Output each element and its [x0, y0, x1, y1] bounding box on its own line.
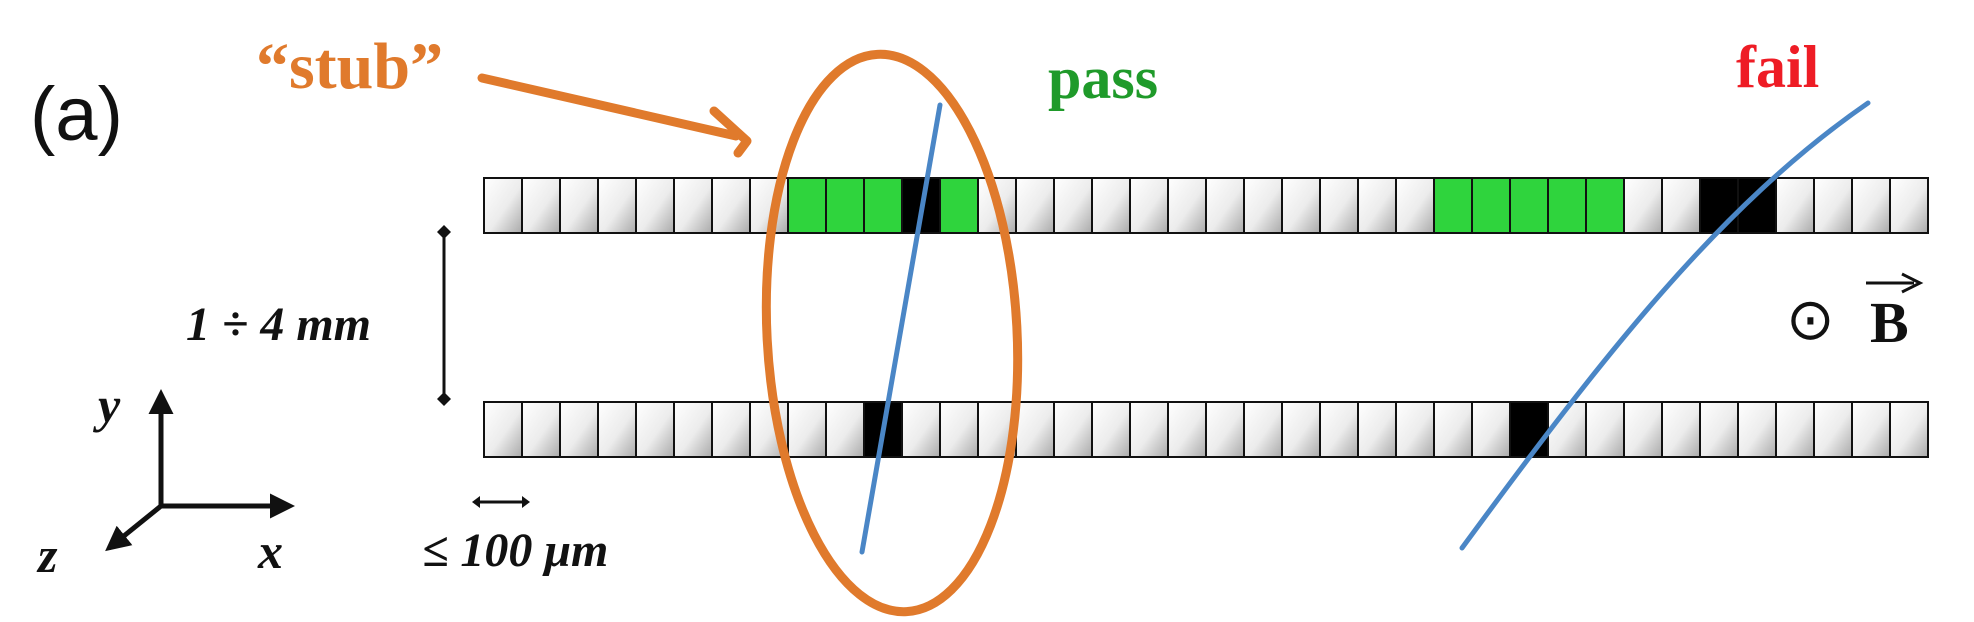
- field-vector-arrowhead: [1901, 272, 1924, 294]
- sensor-strip-idle: [635, 401, 675, 458]
- sensor-strip-idle: [1357, 401, 1397, 458]
- sensor-strip-idle: [597, 401, 637, 458]
- separation-dimension-top-tick: [437, 225, 451, 239]
- sensor-strip-pass: [1547, 177, 1587, 234]
- sensor-strip-idle: [1243, 177, 1283, 234]
- sensor-strip-pass: [825, 177, 865, 234]
- pitch-dimension-right-tick: [522, 496, 530, 508]
- sensor-strip-idle: [1243, 401, 1283, 458]
- stub-label: “stub”: [256, 30, 443, 103]
- sensor-strip-idle: [597, 177, 637, 234]
- sensor-strip-idle: [635, 177, 675, 234]
- sensor-strip-idle: [1699, 401, 1739, 458]
- sensor-strip-idle: [1319, 177, 1359, 234]
- stub-arrow-head: [709, 106, 752, 158]
- sensor-strip-idle: [1851, 401, 1891, 458]
- sensor-strip-hit: [1509, 401, 1549, 458]
- sensor-strip-idle: [1737, 401, 1777, 458]
- curved-track-line: [1459, 100, 1871, 551]
- sensor-strip-idle: [1129, 177, 1169, 234]
- separation-dimension-bottom-tick: [437, 392, 451, 406]
- sensor-strip-idle: [901, 401, 941, 458]
- sensor-strip-pass: [1509, 177, 1549, 234]
- sensor-strip-idle: [711, 401, 751, 458]
- y-axis-label: y: [93, 377, 121, 433]
- sensor-strip-pass: [787, 177, 827, 234]
- sensor-strip-idle: [1889, 177, 1929, 234]
- separation-label: 1 ÷ 4 mm: [186, 298, 371, 351]
- sensor-strip-idle: [1357, 177, 1397, 234]
- sensor-strip-pass: [1471, 177, 1511, 234]
- sensor-strip-idle: [1015, 401, 1055, 458]
- sensor-strip-idle: [787, 401, 827, 458]
- sensor-strip-idle: [1167, 401, 1207, 458]
- sensor-strip-idle: [673, 177, 713, 234]
- stub-ellipse: [761, 49, 1023, 617]
- sensor-strip-idle: [1015, 177, 1055, 234]
- straight-track-line: [859, 102, 943, 555]
- sensor-strip-idle: [483, 401, 523, 458]
- sensor-strip-pass: [1433, 177, 1473, 234]
- sensor-strip-idle: [1775, 177, 1815, 234]
- sensor-strip-idle: [521, 401, 561, 458]
- sensor-strip-idle: [1091, 401, 1131, 458]
- sensor-strip-idle: [1129, 401, 1169, 458]
- sensor-strip-pass: [1585, 177, 1625, 234]
- sensor-strip-idle: [825, 401, 865, 458]
- bottom-sensor-layer: [483, 401, 1929, 458]
- sensor-strip-idle: [939, 401, 979, 458]
- sensor-strip-idle: [1623, 401, 1663, 458]
- sensor-strip-idle: [673, 401, 713, 458]
- z-axis-label: z: [36, 527, 58, 583]
- sensor-strip-idle: [1851, 177, 1891, 234]
- sensor-strip-idle: [1053, 401, 1093, 458]
- sensor-strip-idle: [1395, 177, 1435, 234]
- sensor-strip-idle: [559, 177, 599, 234]
- sensor-strip-pass: [863, 177, 903, 234]
- sensor-strip-idle: [483, 177, 523, 234]
- stub-arrow-line: [477, 73, 741, 141]
- sensor-strip-idle: [1395, 401, 1435, 458]
- pass-label: pass: [1048, 45, 1158, 111]
- sensor-strip-idle: [1775, 401, 1815, 458]
- sensor-strip-idle: [1813, 401, 1853, 458]
- top-sensor-layer: [483, 177, 1929, 234]
- sensor-strip-idle: [1433, 401, 1473, 458]
- sensor-strip-idle: [1319, 401, 1359, 458]
- sensor-strip-idle: [1053, 177, 1093, 234]
- sensor-strip-idle: [1281, 177, 1321, 234]
- sensor-strip-hit: [1699, 177, 1739, 234]
- sensor-strip-idle: [1205, 401, 1245, 458]
- sensor-strip-idle: [1623, 177, 1663, 234]
- field-label: B: [1870, 290, 1909, 355]
- sensor-strip-idle: [1889, 401, 1929, 458]
- sensor-strip-idle: [1091, 177, 1131, 234]
- panel-label: (a): [30, 72, 123, 157]
- fail-label: fail: [1736, 34, 1819, 100]
- sensor-strip-idle: [1471, 401, 1511, 458]
- pitch-label: ≤ 100 μm: [422, 524, 608, 577]
- sensor-strip-pass: [939, 177, 979, 234]
- sensor-strip-idle: [1167, 177, 1207, 234]
- z-axis-arrow: [105, 504, 163, 552]
- sensor-strip-idle: [559, 401, 599, 458]
- x-axis-label: x: [257, 523, 283, 579]
- pitch-dimension-left-tick: [472, 496, 480, 508]
- field-out-of-page-icon: ⊙: [1786, 287, 1835, 352]
- sensor-strip-idle: [1661, 177, 1701, 234]
- sensor-strip-idle: [1813, 177, 1853, 234]
- sensor-strip-idle: [1281, 401, 1321, 458]
- sensor-strip-idle: [1585, 401, 1625, 458]
- sensor-strip-idle: [711, 177, 751, 234]
- sensor-strip-idle: [1661, 401, 1701, 458]
- sensor-strip-idle: [1205, 177, 1245, 234]
- sensor-strip-idle: [521, 177, 561, 234]
